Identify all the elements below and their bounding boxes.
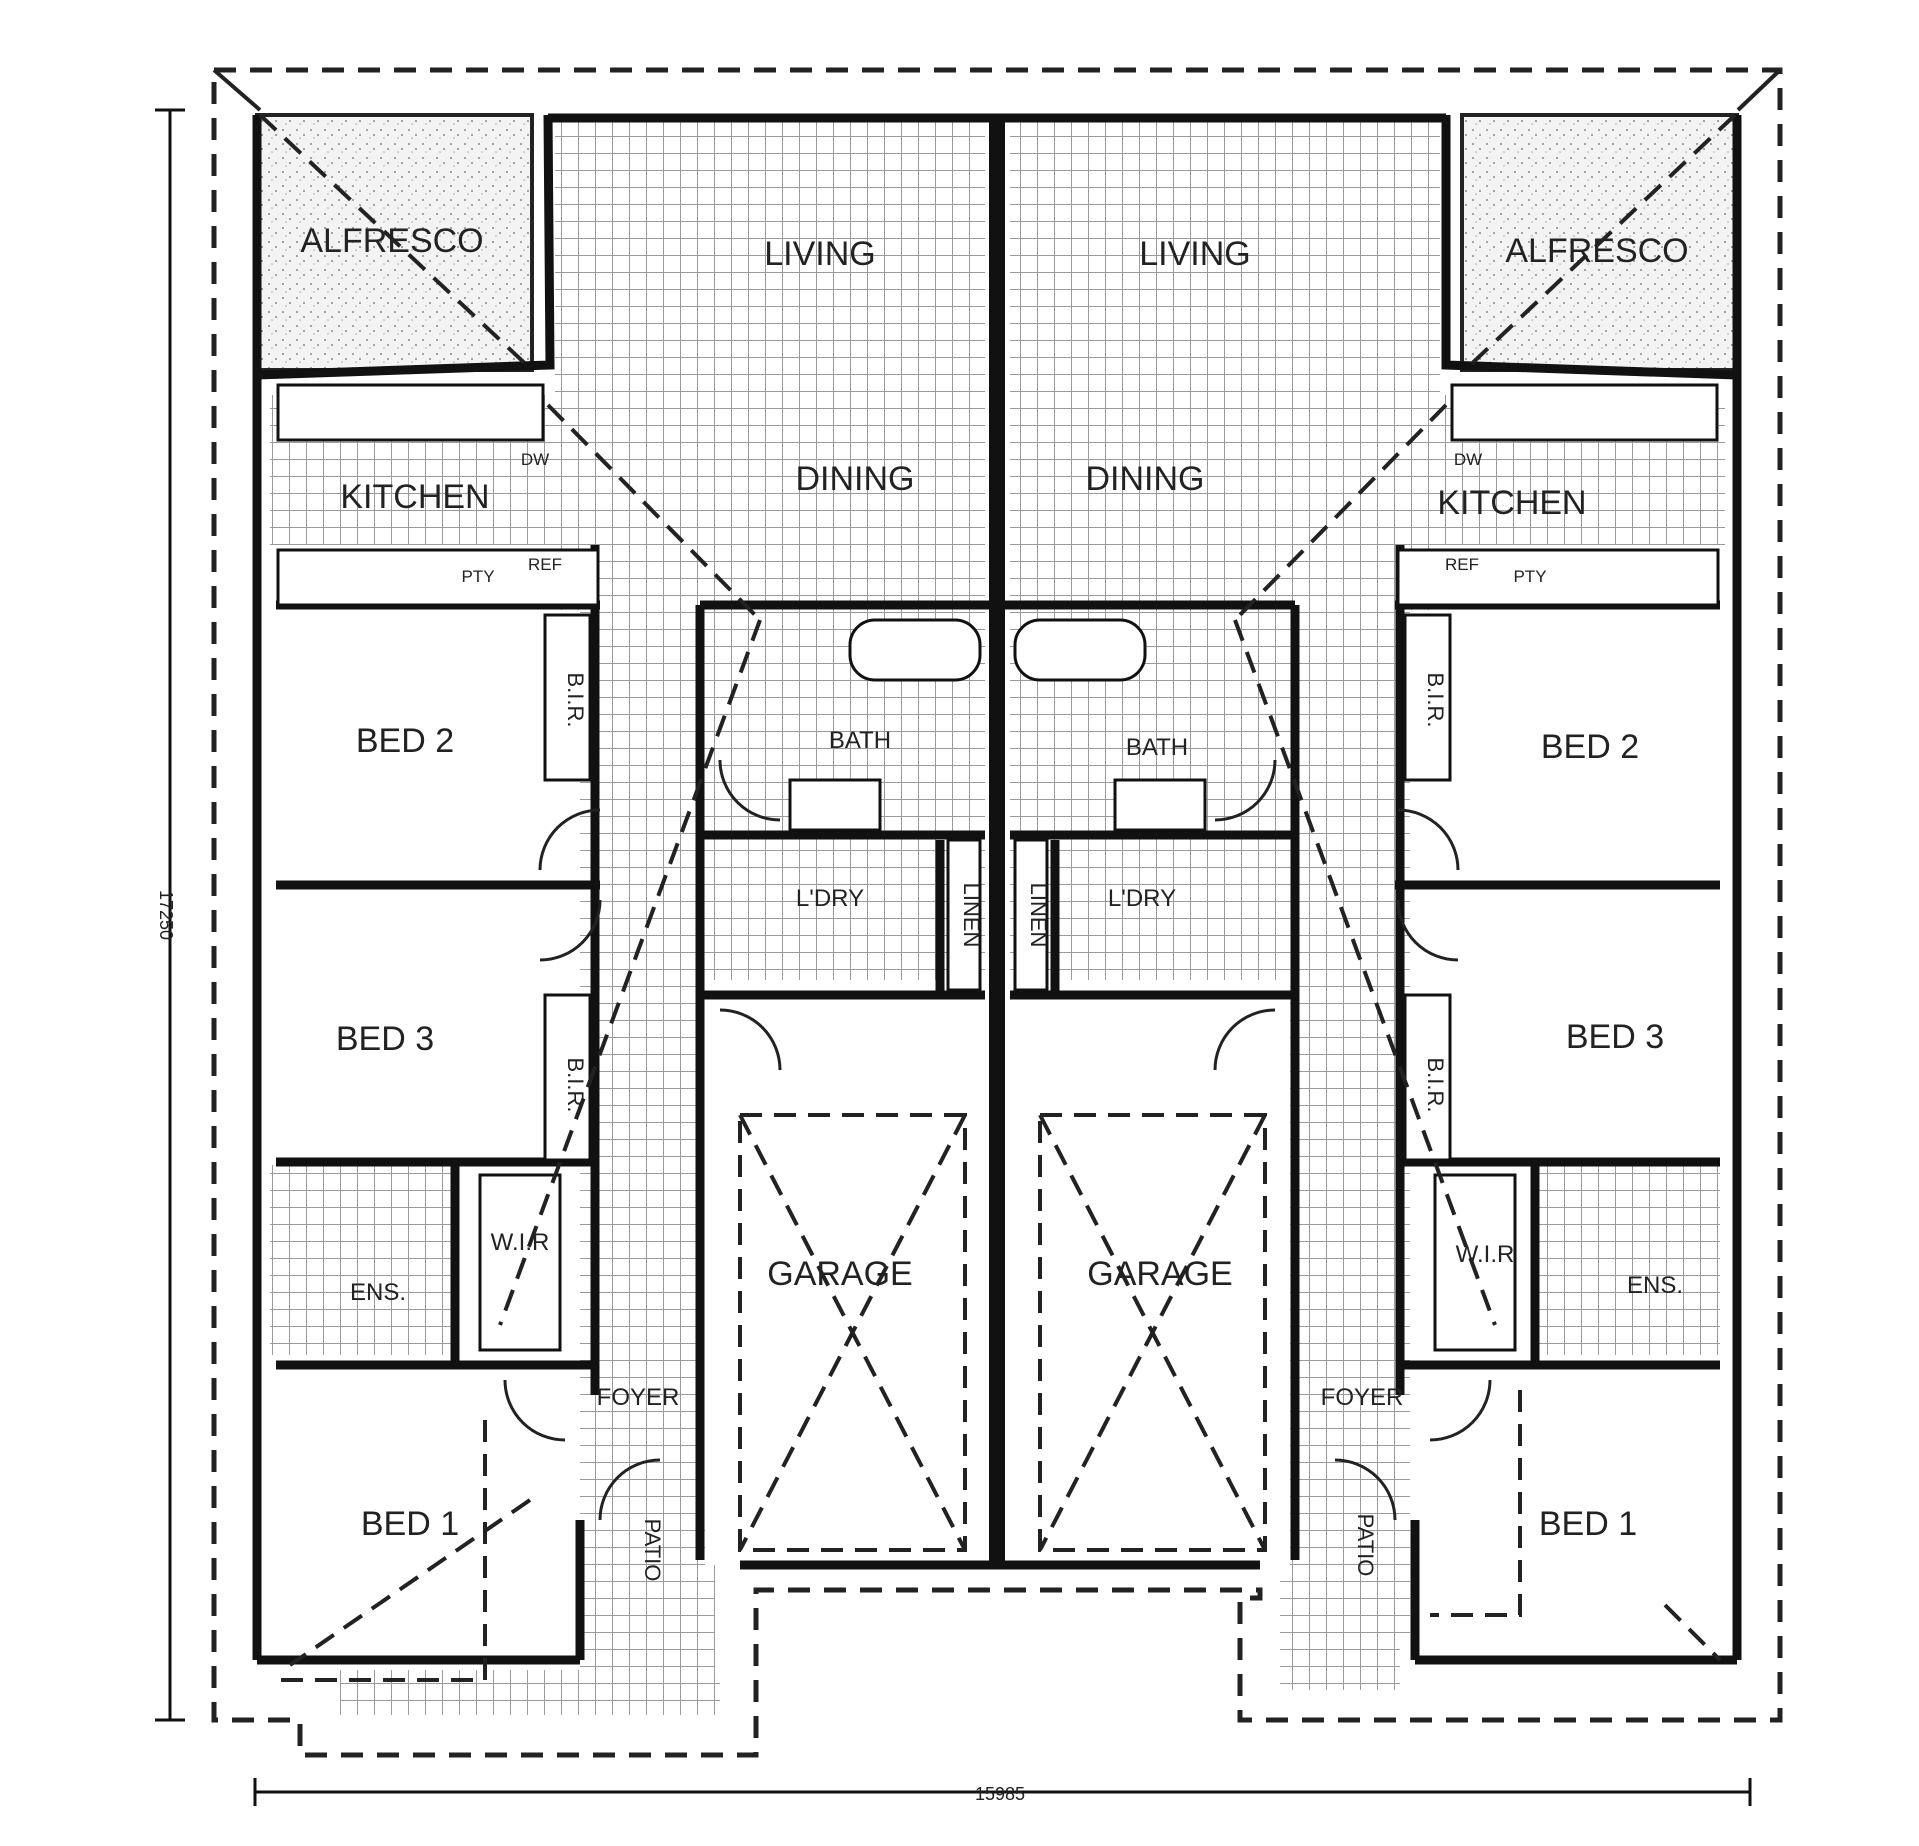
vertical-labels: B.I.R. B.I.R. B.I.R. B.I.R. LINEN LINEN …	[563, 672, 1448, 1581]
label-right-laundry: L'DRY	[1108, 885, 1176, 912]
label-right-bed1: BED 1	[1539, 1505, 1637, 1543]
label-left-bir-upper: B.I.R.	[563, 672, 588, 727]
label-right-living: LIVING	[1139, 235, 1250, 273]
room-labels: ALFRESCO ALFRESCO LIVING LIVING DINING D…	[300, 222, 1688, 1543]
label-right-bed3: BED 3	[1566, 1018, 1664, 1056]
label-left-patio: PATIO	[640, 1519, 665, 1582]
label-left-bath: BATH	[829, 727, 891, 754]
label-left-dining: DINING	[796, 460, 915, 498]
walls	[252, 113, 1742, 1665]
roof-lines	[258, 113, 1737, 1682]
label-left-bed2: BED 2	[356, 722, 454, 760]
label-left-kitchen: KITCHEN	[340, 478, 489, 516]
dimension-width: 15985	[975, 1784, 1025, 1804]
label-right-bir-lower: B.I.R.	[1423, 1057, 1448, 1112]
label-right-garage: GARAGE	[1087, 1255, 1232, 1293]
label-left-wir: W.I.R	[491, 1229, 550, 1256]
label-left-garage: GARAGE	[767, 1255, 912, 1293]
door-swings	[503, 759, 1492, 1521]
label-right-foyer: FOYER	[1321, 1384, 1404, 1411]
label-right-fridge: REF	[1445, 555, 1479, 574]
label-right-bath: BATH	[1126, 734, 1188, 761]
label-right-bed2: BED 2	[1541, 728, 1639, 766]
carpet-rooms	[276, 610, 1720, 1650]
tiny-labels: PTY PTY REF REF DW DW	[461, 450, 1546, 586]
label-left-dishwasher: DW	[521, 450, 549, 469]
label-right-dishwasher: DW	[1454, 450, 1482, 469]
label-left-bir-lower: B.I.R.	[563, 1057, 588, 1112]
label-right-patio: PATIO	[1353, 1514, 1378, 1577]
label-right-wir: W.I.R	[1456, 1241, 1515, 1268]
label-left-pantry: PTY	[461, 567, 494, 586]
dimension-lines	[155, 108, 1752, 1806]
label-right-ensuite: ENS.	[1627, 1272, 1683, 1299]
site-boundary	[211, 67, 1783, 1758]
label-left-bed1: BED 1	[361, 1505, 459, 1543]
label-right-alfresco: ALFRESCO	[1505, 232, 1688, 270]
label-right-kitchen: KITCHEN	[1437, 484, 1586, 522]
label-left-foyer: FOYER	[597, 1384, 680, 1411]
label-left-alfresco: ALFRESCO	[300, 222, 483, 260]
small-labels: BATH BATH L'DRY L'DRY ENS. ENS. W.I.R W.…	[350, 727, 1683, 1411]
label-left-living: LIVING	[764, 235, 875, 273]
label-left-ensuite: ENS.	[350, 1279, 406, 1306]
label-right-pantry: PTY	[1513, 567, 1546, 586]
label-right-bir-upper: B.I.R.	[1423, 672, 1448, 727]
dimension-height: 17250	[156, 890, 176, 940]
label-left-fridge: REF	[528, 555, 562, 574]
label-right-linen: LINEN	[1026, 883, 1051, 948]
fixtures-cabinets	[276, 383, 1720, 1352]
label-left-linen: LINEN	[959, 883, 984, 948]
label-right-dining: DINING	[1086, 460, 1205, 498]
label-left-bed3: BED 3	[336, 1020, 434, 1058]
label-left-laundry: L'DRY	[796, 885, 864, 912]
